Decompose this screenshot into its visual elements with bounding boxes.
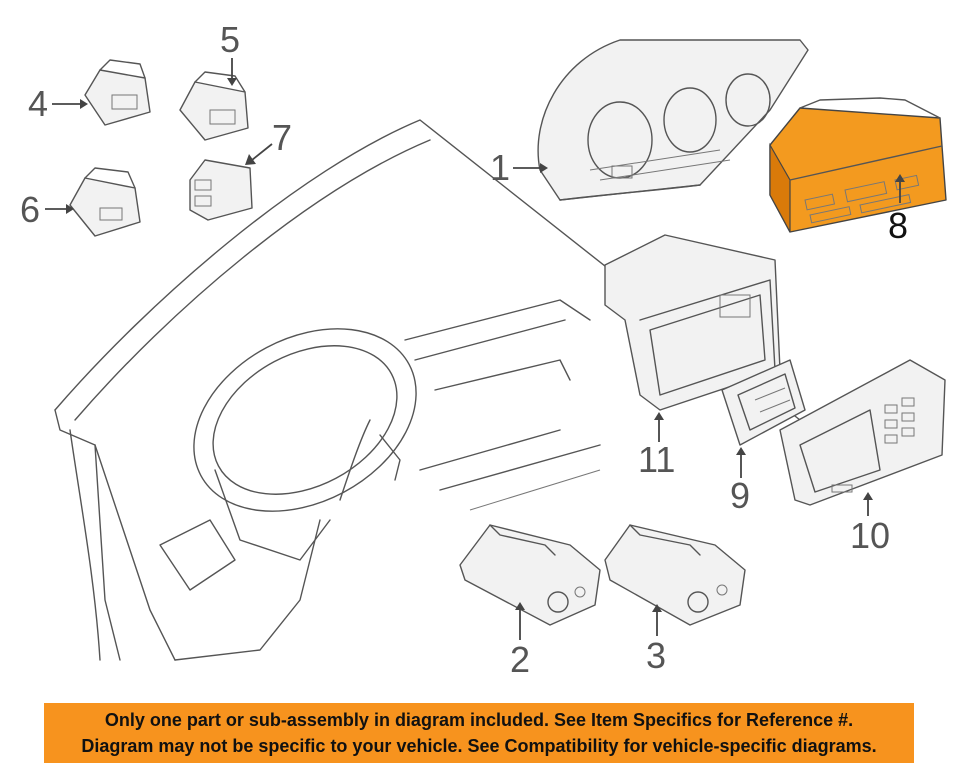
part-7-switch	[189, 159, 253, 221]
part-2-light-switch	[459, 524, 601, 626]
callout-8: 8	[888, 205, 908, 246]
dashboard-outline	[54, 119, 801, 661]
part-1-instrument-cluster	[537, 39, 809, 201]
disclaimer-banner: Only one part or sub-assembly in diagram…	[44, 703, 914, 763]
part-4-switch	[84, 59, 151, 126]
callout-7: 7	[272, 117, 292, 158]
part-3-light-switch	[604, 524, 746, 626]
parts-diagram: 1 2 3 4 5 6 7 8 9 10 11	[20, 19, 947, 680]
part-9-display	[721, 359, 806, 446]
leader-arrows	[45, 58, 905, 640]
callout-4: 4	[28, 83, 48, 124]
steering-wheel	[159, 328, 417, 591]
disclaimer-line-2: Diagram may not be specific to your vehi…	[81, 736, 877, 756]
part-10-bezel	[779, 359, 946, 506]
callout-2: 2	[510, 639, 530, 680]
callout-1: 1	[490, 147, 510, 188]
callout-9: 9	[730, 475, 750, 516]
part-8-climate-control	[769, 97, 947, 233]
callout-5: 5	[220, 19, 240, 60]
callout-11: 11	[638, 439, 675, 480]
callout-10: 10	[850, 515, 890, 556]
callout-3: 3	[646, 635, 666, 676]
part-11-bracket	[604, 234, 781, 411]
part-5-switch	[179, 71, 249, 141]
disclaimer-line-1: Only one part or sub-assembly in diagram…	[104, 710, 854, 730]
callout-6: 6	[20, 189, 40, 230]
part-6-switch	[69, 167, 141, 237]
